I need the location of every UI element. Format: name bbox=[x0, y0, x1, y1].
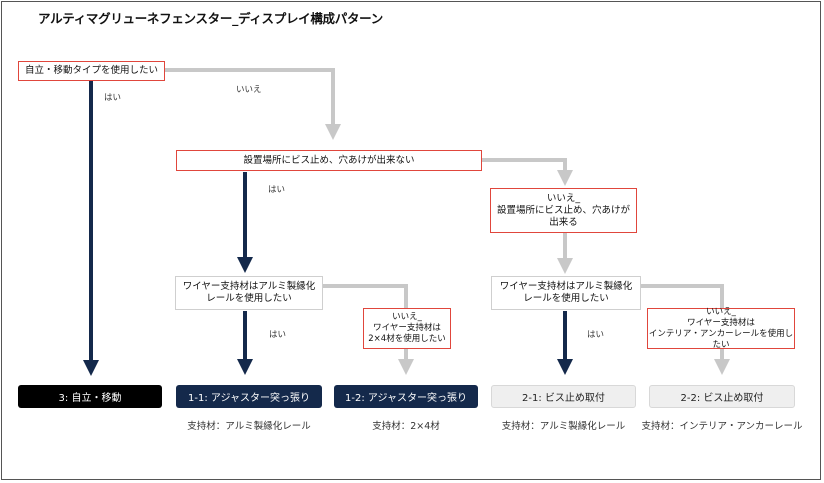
caption-screw-anchor: 支持材：インテリア・アンカーレール bbox=[641, 421, 803, 432]
arrow-q2-no bbox=[482, 158, 573, 186]
arrow-q1-no bbox=[165, 68, 341, 140]
label-yes-2: はい bbox=[268, 185, 286, 195]
question-no-drilling: 設置場所にビス止め、穴あけが出来ない bbox=[176, 150, 482, 171]
result-standalone: 3: 自立・移動 bbox=[18, 385, 162, 408]
result-screw-anchor: 2-2: ビス止め取付 bbox=[649, 385, 795, 408]
result-adjuster-2x4: 1-2: アジャスター突っ張り bbox=[334, 385, 478, 408]
question-alumi-rail-1: ワイヤー支持材はアルミ製縁化 レールを使用したい bbox=[175, 276, 323, 310]
question-2x4: いいえ_ ワイヤー支持材は 2×4材を使用したい bbox=[363, 308, 451, 349]
question-standalone: 自立・移動タイプを使用したい bbox=[18, 61, 165, 81]
caption-screw-alumi: 支持材：アルミ製縁化レール bbox=[501, 421, 626, 432]
caption-adjuster-alumi: 支持材：アルミ製縁化レール bbox=[187, 421, 311, 432]
caption-adjuster-2x4: 支持材：2×4材 bbox=[372, 421, 440, 432]
question-alumi-rail-2: ワイヤー支持材はアルミ製縁化 レールを使用したい bbox=[491, 276, 641, 310]
result-screw-alumi: 2-1: ビス止め取付 bbox=[491, 385, 636, 408]
diagram-title: アルティマグリューネフェンスター_ディスプレイ構成パターン bbox=[38, 11, 383, 26]
label-no-1: いいえ bbox=[236, 85, 262, 95]
question-drilling-ok: いいえ_ 設置場所にビス止め、穴あけが 出来る bbox=[490, 188, 637, 233]
question-anchor-rail: いいえ_ ワイヤー支持材は インテリア・アンカーレールを使用したい bbox=[647, 306, 795, 350]
label-yes-4: はい bbox=[587, 330, 605, 340]
result-adjuster-alumi: 1-1: アジャスター突っ張り bbox=[176, 385, 322, 408]
label-yes-1: はい bbox=[104, 93, 122, 103]
label-yes-3: はい bbox=[269, 330, 287, 340]
